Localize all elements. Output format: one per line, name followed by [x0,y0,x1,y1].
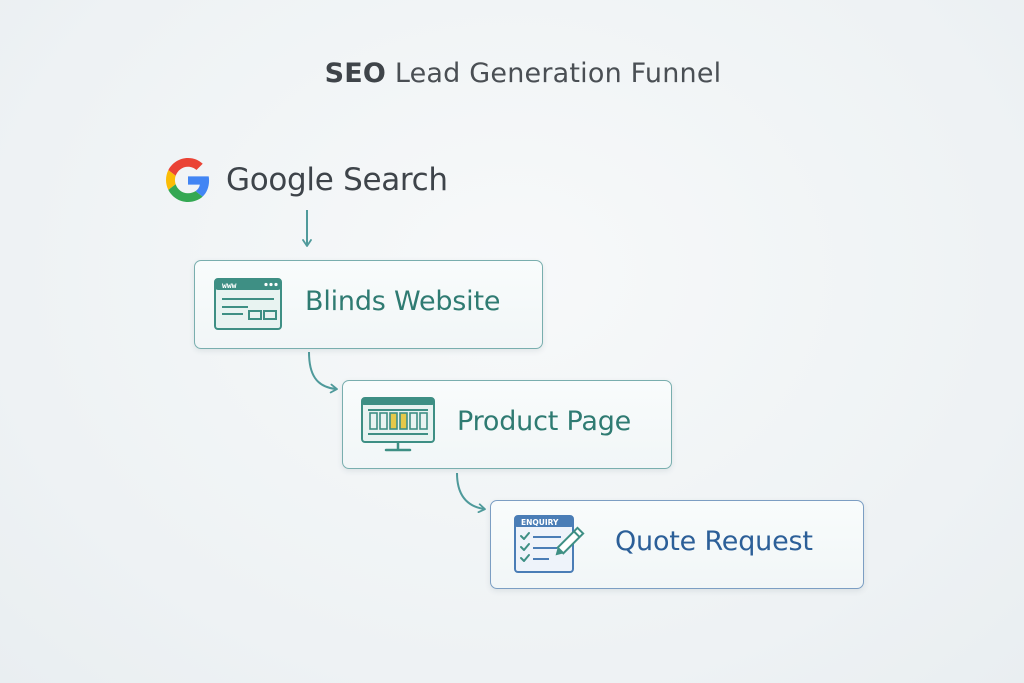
step-node-blinds-website: www Blinds Website [194,260,543,349]
start-node-google-search: Google Search [166,158,448,202]
start-node-label: Google Search [226,162,448,198]
step-label: Blinds Website [305,286,501,317]
arrow-product-to-quote [456,472,486,514]
title-bold: SEO [324,58,387,89]
website-browser-icon: www [213,276,283,336]
enquiry-form-icon: ENQUIRY [511,512,591,580]
svg-text:www: www [222,281,237,290]
title-rest: Lead Generation Funnel [386,58,722,89]
step-label: Product Page [457,406,632,437]
diagram-title: SEO Lead Generation Funnel [0,58,1024,89]
step-node-product-page: Product Page [342,380,672,469]
step-node-quote-request: ENQUIRY Quote Request [490,500,864,589]
google-g-icon [166,158,210,202]
product-monitor-icon [360,395,436,459]
enquiry-icon-text: ENQUIRY [521,518,559,527]
step-label: Quote Request [615,526,813,557]
arrow-website-to-product [308,351,338,394]
